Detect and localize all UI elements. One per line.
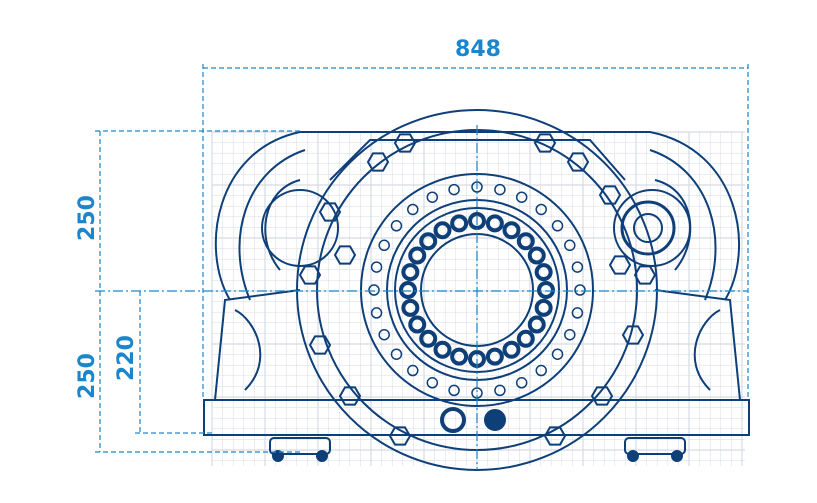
foot [269,437,331,455]
flange-hole [564,328,576,341]
flange-hole [448,384,460,397]
top-cover [329,139,626,181]
flange-hole [426,377,439,389]
bolt-hex [621,325,645,345]
flange-hole [515,377,528,389]
flange-hole [370,261,383,273]
right-hub [613,189,691,267]
flange-hole [426,191,439,203]
bearing-roller [433,221,452,240]
bolt-hex [598,185,622,205]
flange-hole [378,239,390,252]
right-hub-inner [620,200,676,256]
bearing-roller [401,298,420,317]
bearing-roller [485,214,504,233]
bearing-roller [502,340,521,359]
right-hub-core [633,213,663,243]
bolt-hex [608,255,632,275]
bearing-roller [433,340,452,359]
flange-hole [494,183,506,196]
foot-wheel [671,450,683,462]
bearing-roller [419,232,438,251]
port-right [484,409,506,431]
bolt-hex [393,133,417,153]
flange-hole [494,384,506,397]
side-cover [234,309,721,391]
flange-hole [378,328,390,341]
housing-upper-outline [214,131,741,301]
flange-hole [368,284,380,296]
bearing-roller [534,263,553,282]
left-hub [261,189,339,267]
foot [624,437,686,455]
bolt-hex [308,335,332,355]
flange-hole [407,364,419,377]
bearing-roller [408,315,427,334]
bolt-hex [633,265,657,285]
dimension-lines [95,64,749,470]
dimension-upper-height-label: 250 [75,195,100,241]
side-bracket [214,289,741,401]
flange-hole [515,191,528,203]
flange-hole [574,284,586,296]
flange-hole [390,348,403,360]
bearing-roller [450,214,469,233]
flange-hole [551,220,564,232]
bolt-hex [298,265,322,285]
bearing-roller [399,281,417,299]
bearing-roller [527,315,546,334]
bearing-roller [401,263,420,282]
flange-hole [407,203,419,216]
bolt-hex [318,202,342,222]
housing-inner-outline [238,149,717,301]
bolt-hex [366,152,390,172]
flange-hole [571,261,584,273]
bearing-roller [516,329,535,348]
foot-wheel [316,450,328,462]
bearing-roller [537,281,555,299]
bearing-roller [527,246,546,265]
flange-hole [571,307,584,319]
flange-hole [535,364,547,377]
flange-hole [370,307,383,319]
bolt-hex [566,152,590,172]
port-left [440,407,466,433]
flange-hole [564,239,576,252]
flange-hole [448,183,460,196]
foot-wheel [627,450,639,462]
flange-hole [535,203,547,216]
dimension-width-label: 848 [455,37,501,62]
bearing-roller [534,298,553,317]
flange-hole [551,348,564,360]
bearing-roller [408,246,427,265]
bolt-hex [543,426,567,446]
bearing-roller [502,221,521,240]
flange-hole [390,220,403,232]
bearing-roller [419,329,438,348]
bolt-hex [338,386,362,406]
bolt-hex [533,133,557,153]
bolt-hex [590,386,614,406]
bearing-roller [485,347,504,366]
dimension-lower-height-label: 250 [75,353,100,399]
foot-wheel [272,450,284,462]
bolt-hex [388,426,412,446]
dimension-axis-height-label: 220 [114,335,139,381]
bearing-roller [450,347,469,366]
bolt-hex [333,245,357,265]
bearing-roller [516,232,535,251]
